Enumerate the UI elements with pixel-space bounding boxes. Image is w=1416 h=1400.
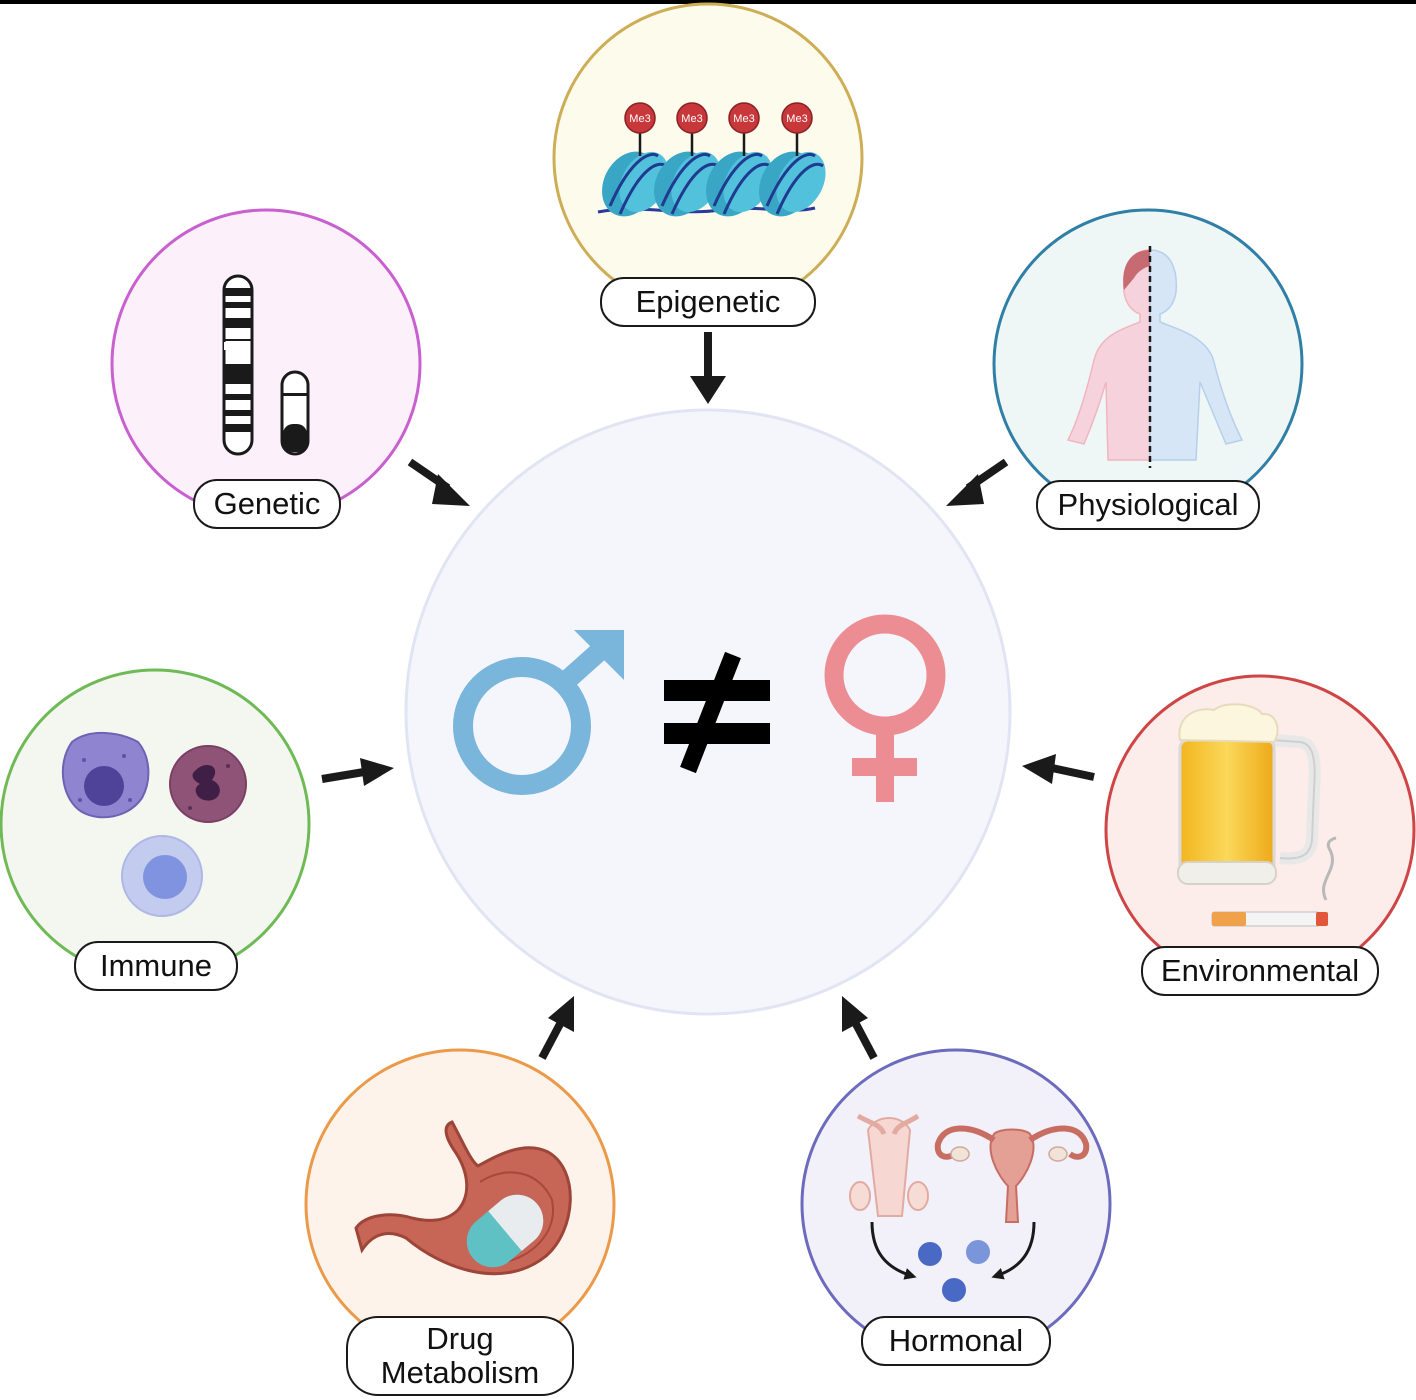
chromosome-icon <box>222 274 310 456</box>
factor-circle-hormonal <box>800 1048 1112 1360</box>
label-drug-metabolism: Drug Metabolism <box>346 1316 574 1396</box>
factor-circle-genetic <box>110 208 422 520</box>
me3-mark-label: Me3 <box>629 113 650 125</box>
female-symbol-icon <box>824 614 946 802</box>
arrow-drug <box>538 1022 564 1060</box>
me3-mark-label: Me3 <box>786 113 807 125</box>
factor-circle-immune <box>0 668 311 980</box>
label-genetic: Genetic <box>193 479 341 529</box>
reproductive-organs-icon <box>849 1113 1090 1302</box>
label-epigenetic: Epigenetic <box>600 277 816 327</box>
label-environmental-text: Environmental <box>1160 953 1360 988</box>
label-metabolism-text: Metabolism <box>380 1355 540 1390</box>
arrow-environmental <box>1051 764 1095 781</box>
label-hormonal: Hormonal <box>861 1316 1051 1366</box>
not-equal-icon <box>664 651 770 774</box>
nucleosome-4: Me3 <box>759 102 826 217</box>
arrow-immune <box>321 768 365 783</box>
body-icon <box>1066 246 1244 468</box>
label-drug-text: Drug <box>426 1321 494 1356</box>
stomach-pill-icon <box>354 1120 572 1276</box>
immune-cells-icon <box>61 731 247 917</box>
me3-mark-label: Me3 <box>681 113 702 125</box>
label-immune-text: Immune <box>100 948 212 983</box>
nucleosome-icon: Me3 Me3 Me3 Me3 <box>597 102 826 217</box>
beer-cigarette-icon <box>1177 703 1337 927</box>
me3-mark-label: Me3 <box>733 113 754 125</box>
arrows <box>321 332 1095 1060</box>
label-epigenetic-text: Epigenetic <box>635 284 781 319</box>
arrow-hormonal <box>852 1022 878 1060</box>
top-border <box>0 0 1416 4</box>
label-immune: Immune <box>74 941 238 991</box>
label-genetic-text: Genetic <box>213 486 321 521</box>
label-physiological: Physiological <box>1036 480 1260 530</box>
male-symbol-icon <box>453 630 624 795</box>
label-hormonal-text: Hormonal <box>888 1323 1024 1358</box>
label-physiological-text: Physiological <box>1057 487 1239 522</box>
label-environmental: Environmental <box>1141 946 1379 996</box>
